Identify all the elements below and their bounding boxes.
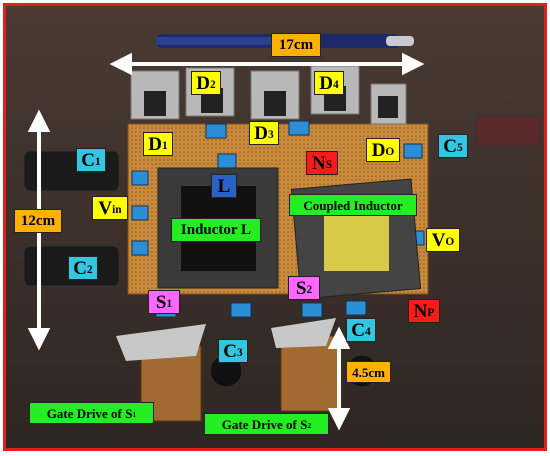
c1-main: C <box>81 149 96 171</box>
np-main: N <box>413 300 428 322</box>
vo-sub: O <box>445 235 455 248</box>
c4-sub: 4 <box>365 325 371 338</box>
c2-main: C <box>73 257 88 279</box>
s2-main: S <box>295 277 307 299</box>
c2-sub: 2 <box>87 263 93 276</box>
c3-main: C <box>223 340 238 362</box>
inductor-l-text: Inductor L <box>180 221 252 238</box>
c5-main: C <box>443 135 458 157</box>
gate-s1-sub: 1 <box>132 409 137 419</box>
s1-sub: 1 <box>166 297 173 310</box>
d4-sub: 4 <box>333 78 339 91</box>
vin-main: V <box>98 197 113 219</box>
height-dimension-text: 12cm <box>20 212 56 229</box>
d3-main: D <box>254 122 269 144</box>
gate-s2-main: Gate Drive of S <box>221 416 308 432</box>
width-dimension-text: 17cm <box>278 36 314 53</box>
c5-sub: 5 <box>457 141 463 154</box>
d2-sub: 2 <box>210 78 216 91</box>
do-main: D <box>371 139 386 161</box>
s2-sub: 2 <box>306 283 313 296</box>
s1-main: S <box>155 291 167 313</box>
c1-sub: 1 <box>95 155 101 168</box>
inductor-l-label: Inductor L <box>171 218 261 242</box>
inductor-l-tag: L <box>211 174 237 198</box>
c4-main: C <box>351 319 366 341</box>
coupled-inductor-text: Coupled Inductor <box>303 197 403 213</box>
l-text: L <box>217 175 231 197</box>
d1-sub: 1 <box>162 139 168 152</box>
gate-height-dimension-label: 4.5cm <box>346 361 391 383</box>
gate-s2-sub: 2 <box>307 420 312 430</box>
gate-height-dimension-text: 4.5cm <box>352 364 385 380</box>
d3-sub: 3 <box>268 128 274 141</box>
vo-main: V <box>431 229 446 251</box>
ns-sub: S <box>325 158 333 171</box>
circuit-board-photo <box>6 6 544 448</box>
do-sub: O <box>385 145 395 158</box>
vin-sub: in <box>112 203 122 216</box>
np-sub: P <box>427 306 435 319</box>
width-dimension-label: 17cm <box>271 33 321 57</box>
d4-main: D <box>319 72 334 94</box>
height-dimension-label: 12cm <box>14 209 62 233</box>
d1-main: D <box>148 133 163 155</box>
c3-sub: 3 <box>237 346 243 359</box>
coupled-inductor-label: Coupled Inductor <box>289 194 417 216</box>
gate-s1-main: Gate Drive of S <box>46 405 133 421</box>
d2-main: D <box>196 72 211 94</box>
ns-main: N <box>311 152 326 174</box>
